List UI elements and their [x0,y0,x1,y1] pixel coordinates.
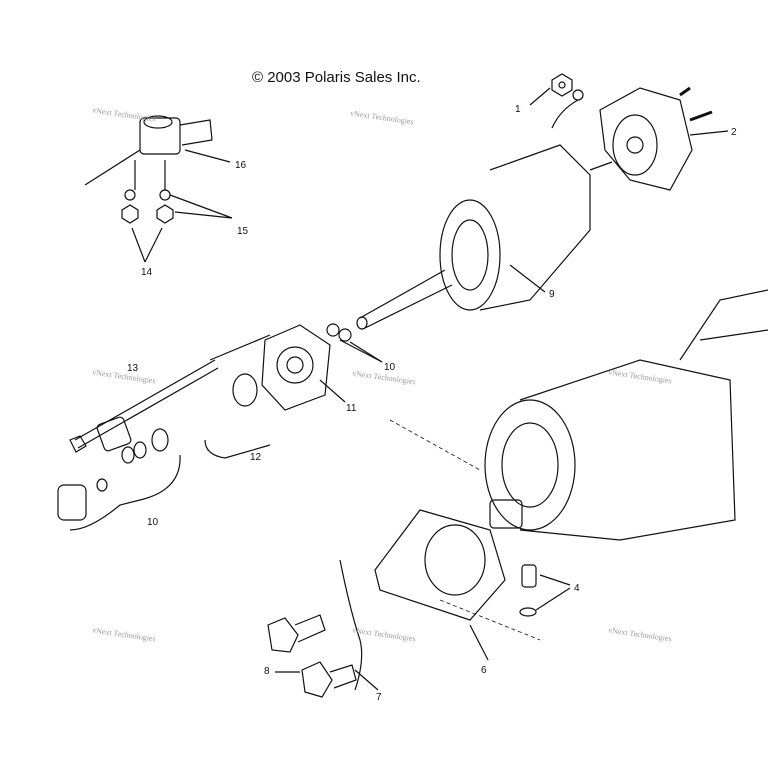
part-16-solenoid [84,115,231,190]
callout-6: 6 [481,665,487,676]
callout-16: 16 [235,160,247,171]
part-1-nut-wire [529,73,584,129]
parts-14-15-nuts-washers [121,189,233,263]
callout-1: 1 [515,104,521,115]
callout-7: 7 [376,692,382,703]
callout-9: 9 [549,289,555,300]
part-4-bolt-washer [519,564,571,617]
callout-14: 14 [141,267,153,278]
starter-motor-housing [484,289,768,541]
part-9-armature [356,144,591,330]
callout-10-drive: 10 [147,517,159,528]
callout-15: 15 [237,226,249,237]
parts-10-12-13-drive [57,359,271,531]
part-6-bracket [374,509,506,661]
callout-11: 11 [346,403,357,414]
callout-2: 2 [731,127,737,138]
parts-7-8-bolts-cable [267,559,379,698]
part-10-thrust-washers [326,323,383,363]
part-2-end-cap [589,86,729,191]
callout-12: 12 [250,452,262,463]
copyright-text: © 2003 Polaris Sales Inc. [252,69,421,86]
callout-4: 4 [574,583,580,594]
guide-lines [389,419,541,641]
callout-10-washers: 10 [384,362,396,373]
part-11-drive-end-plate [209,324,346,411]
callout-8: 8 [264,666,270,677]
callout-13: 13 [127,363,139,374]
